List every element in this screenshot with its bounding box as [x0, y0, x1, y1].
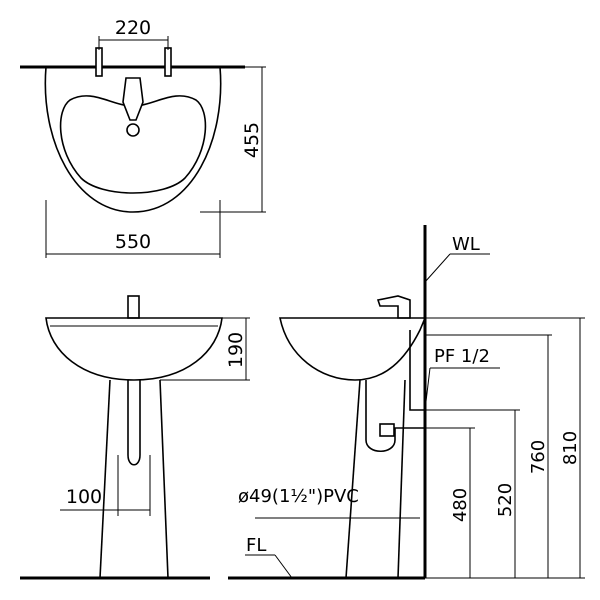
label-pf: PF 1/2: [434, 346, 490, 367]
top-faucet: [122, 77, 144, 121]
pf-leader: [424, 367, 431, 411]
top-tap-left: [95, 47, 103, 77]
dim-760-label: 760: [528, 440, 549, 474]
top-view: 220 550 455: [20, 17, 266, 258]
top-drain: [126, 123, 140, 137]
dim-480-label: 480: [450, 488, 471, 522]
side-faucet: [376, 295, 411, 319]
label-pvc: ø49(1½")PVC: [238, 486, 359, 507]
dim-520-label: 520: [495, 483, 516, 517]
side-trap-joint: [379, 423, 395, 437]
side-pedestal-front: [345, 379, 361, 579]
label-wl: WL: [452, 234, 480, 255]
front-view: 190 100: [20, 295, 250, 580]
front-basin: [45, 317, 223, 381]
label-fl: FL: [246, 535, 266, 556]
wl-leader: [424, 253, 451, 283]
dim-455-label: 455: [241, 122, 263, 158]
side-pedestal-back: [397, 379, 406, 579]
side-trap: [365, 380, 425, 453]
side-view: WL FL PF 1/2 ø49(1½")PVC 480 520: [228, 225, 585, 580]
front-pedestal-right: [159, 379, 169, 579]
dim-810-label: 810: [560, 431, 581, 465]
dim-190-label: 190: [225, 332, 247, 368]
dim-100-label: 100: [66, 486, 102, 508]
dim-220-label: 220: [115, 17, 151, 39]
side-supply: [409, 330, 425, 411]
side-basin: [279, 317, 427, 381]
top-tap-right: [164, 47, 172, 77]
front-faucet: [127, 295, 140, 319]
dim-550-label: 550: [115, 231, 151, 253]
fl-leader: [274, 554, 293, 579]
front-pedestal-left: [99, 379, 111, 579]
front-trap: [127, 380, 141, 466]
top-basin-outline: [44, 66, 222, 213]
